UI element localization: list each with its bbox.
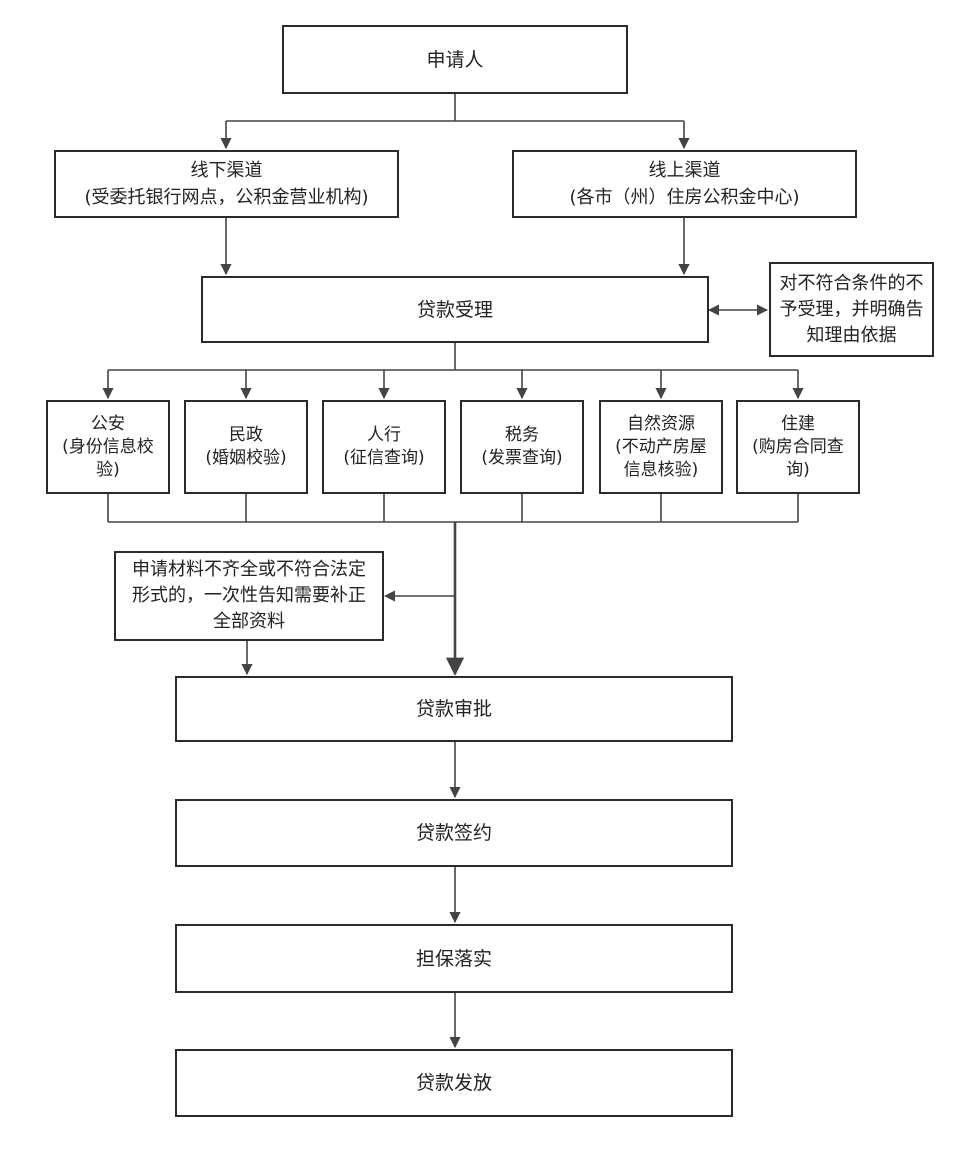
node-check-housing: 住建 (购房合同查 询) xyxy=(736,400,860,494)
node-check-tax: 税务 (发票查询) xyxy=(460,400,584,494)
node-check-resources-line-3: 信息核验) xyxy=(623,459,699,480)
node-check-natural-resources: 自然资源 (不动产房屋 信息核验) xyxy=(599,400,723,494)
node-loan-approval: 贷款审批 xyxy=(175,676,733,742)
node-approval-line-1: 贷款审批 xyxy=(415,698,492,720)
node-loan-signing: 贷款签约 xyxy=(175,799,733,867)
node-check-housing-line-1: 住建 xyxy=(781,413,815,434)
node-loan-acceptance: 贷款受理 xyxy=(201,276,709,343)
node-supplement-note: 申请材料不齐全或不符合法定 形式的，一次性告知需要补正 全部资料 xyxy=(114,551,384,641)
node-check-police-line-1: 公安 xyxy=(91,413,125,434)
node-offline-channel: 线下渠道 (受委托银行网点，公积金营业机构) xyxy=(54,150,399,218)
node-offline-line-2: (受委托银行网点，公积金营业机构) xyxy=(84,187,369,208)
node-online-channel: 线上渠道 (各市（州）住房公积金中心) xyxy=(512,150,857,218)
node-check-pboc: 人行 (征信查询) xyxy=(322,400,446,494)
node-check-tax-line-2: (发票查询) xyxy=(481,448,563,468)
node-check-pboc-line-2: (征信查询) xyxy=(343,448,425,468)
node-disbursement-line-1: 贷款发放 xyxy=(415,1072,492,1094)
node-reject-note-line-2: 予受理，并明确告 xyxy=(779,298,924,320)
node-check-civil-affairs: 民政 (婚姻校验) xyxy=(184,400,308,494)
node-online-line-2: (各市（州）住房公积金中心) xyxy=(569,187,800,208)
node-acceptance-line-1: 贷款受理 xyxy=(416,298,493,321)
node-loan-disbursement: 贷款发放 xyxy=(175,1049,733,1117)
node-check-police: 公安 (身份信息校 验) xyxy=(46,400,170,494)
node-applicant: 申请人 xyxy=(282,25,628,94)
node-applicant-line-1: 申请人 xyxy=(426,48,484,71)
node-reject-note: 对不符合条件的不 予受理，并明确告 知理由依据 xyxy=(769,262,934,357)
node-check-civil-line-1: 民政 xyxy=(229,425,263,445)
node-check-police-line-2: (身份信息校 xyxy=(62,436,154,457)
node-supplement-line-2: 形式的，一次性告知需要补正 xyxy=(132,585,366,606)
node-supplement-line-1: 申请材料不齐全或不符合法定 xyxy=(132,559,366,580)
node-check-pboc-line-1: 人行 xyxy=(367,425,401,445)
node-signing-line-1: 贷款签约 xyxy=(415,822,492,844)
node-online-line-1: 线上渠道 xyxy=(648,160,721,181)
node-guarantee-line-1: 担保落实 xyxy=(415,947,492,970)
node-offline-line-1: 线下渠道 xyxy=(190,160,263,181)
node-check-housing-line-2: (购房合同查 xyxy=(752,436,844,457)
node-check-civil-line-2: (婚姻校验) xyxy=(205,448,287,468)
edge-acceptance-split xyxy=(108,343,798,371)
node-reject-note-line-1: 对不符合条件的不 xyxy=(779,272,924,294)
edge-checks-merge xyxy=(107,494,799,523)
node-check-resources-line-2: (不动产房屋 xyxy=(615,436,707,457)
node-check-police-line-3: 验) xyxy=(96,459,120,480)
node-reject-note-line-3: 知理由依据 xyxy=(806,324,897,346)
node-guarantee: 担保落实 xyxy=(175,924,733,993)
node-supplement-line-3: 全部资料 xyxy=(213,611,285,632)
edge-applicant-split xyxy=(226,94,684,122)
node-check-housing-line-3: 询) xyxy=(786,459,810,480)
node-check-resources-line-1: 自然资源 xyxy=(627,413,695,434)
node-check-tax-line-1: 税务 xyxy=(505,425,539,445)
